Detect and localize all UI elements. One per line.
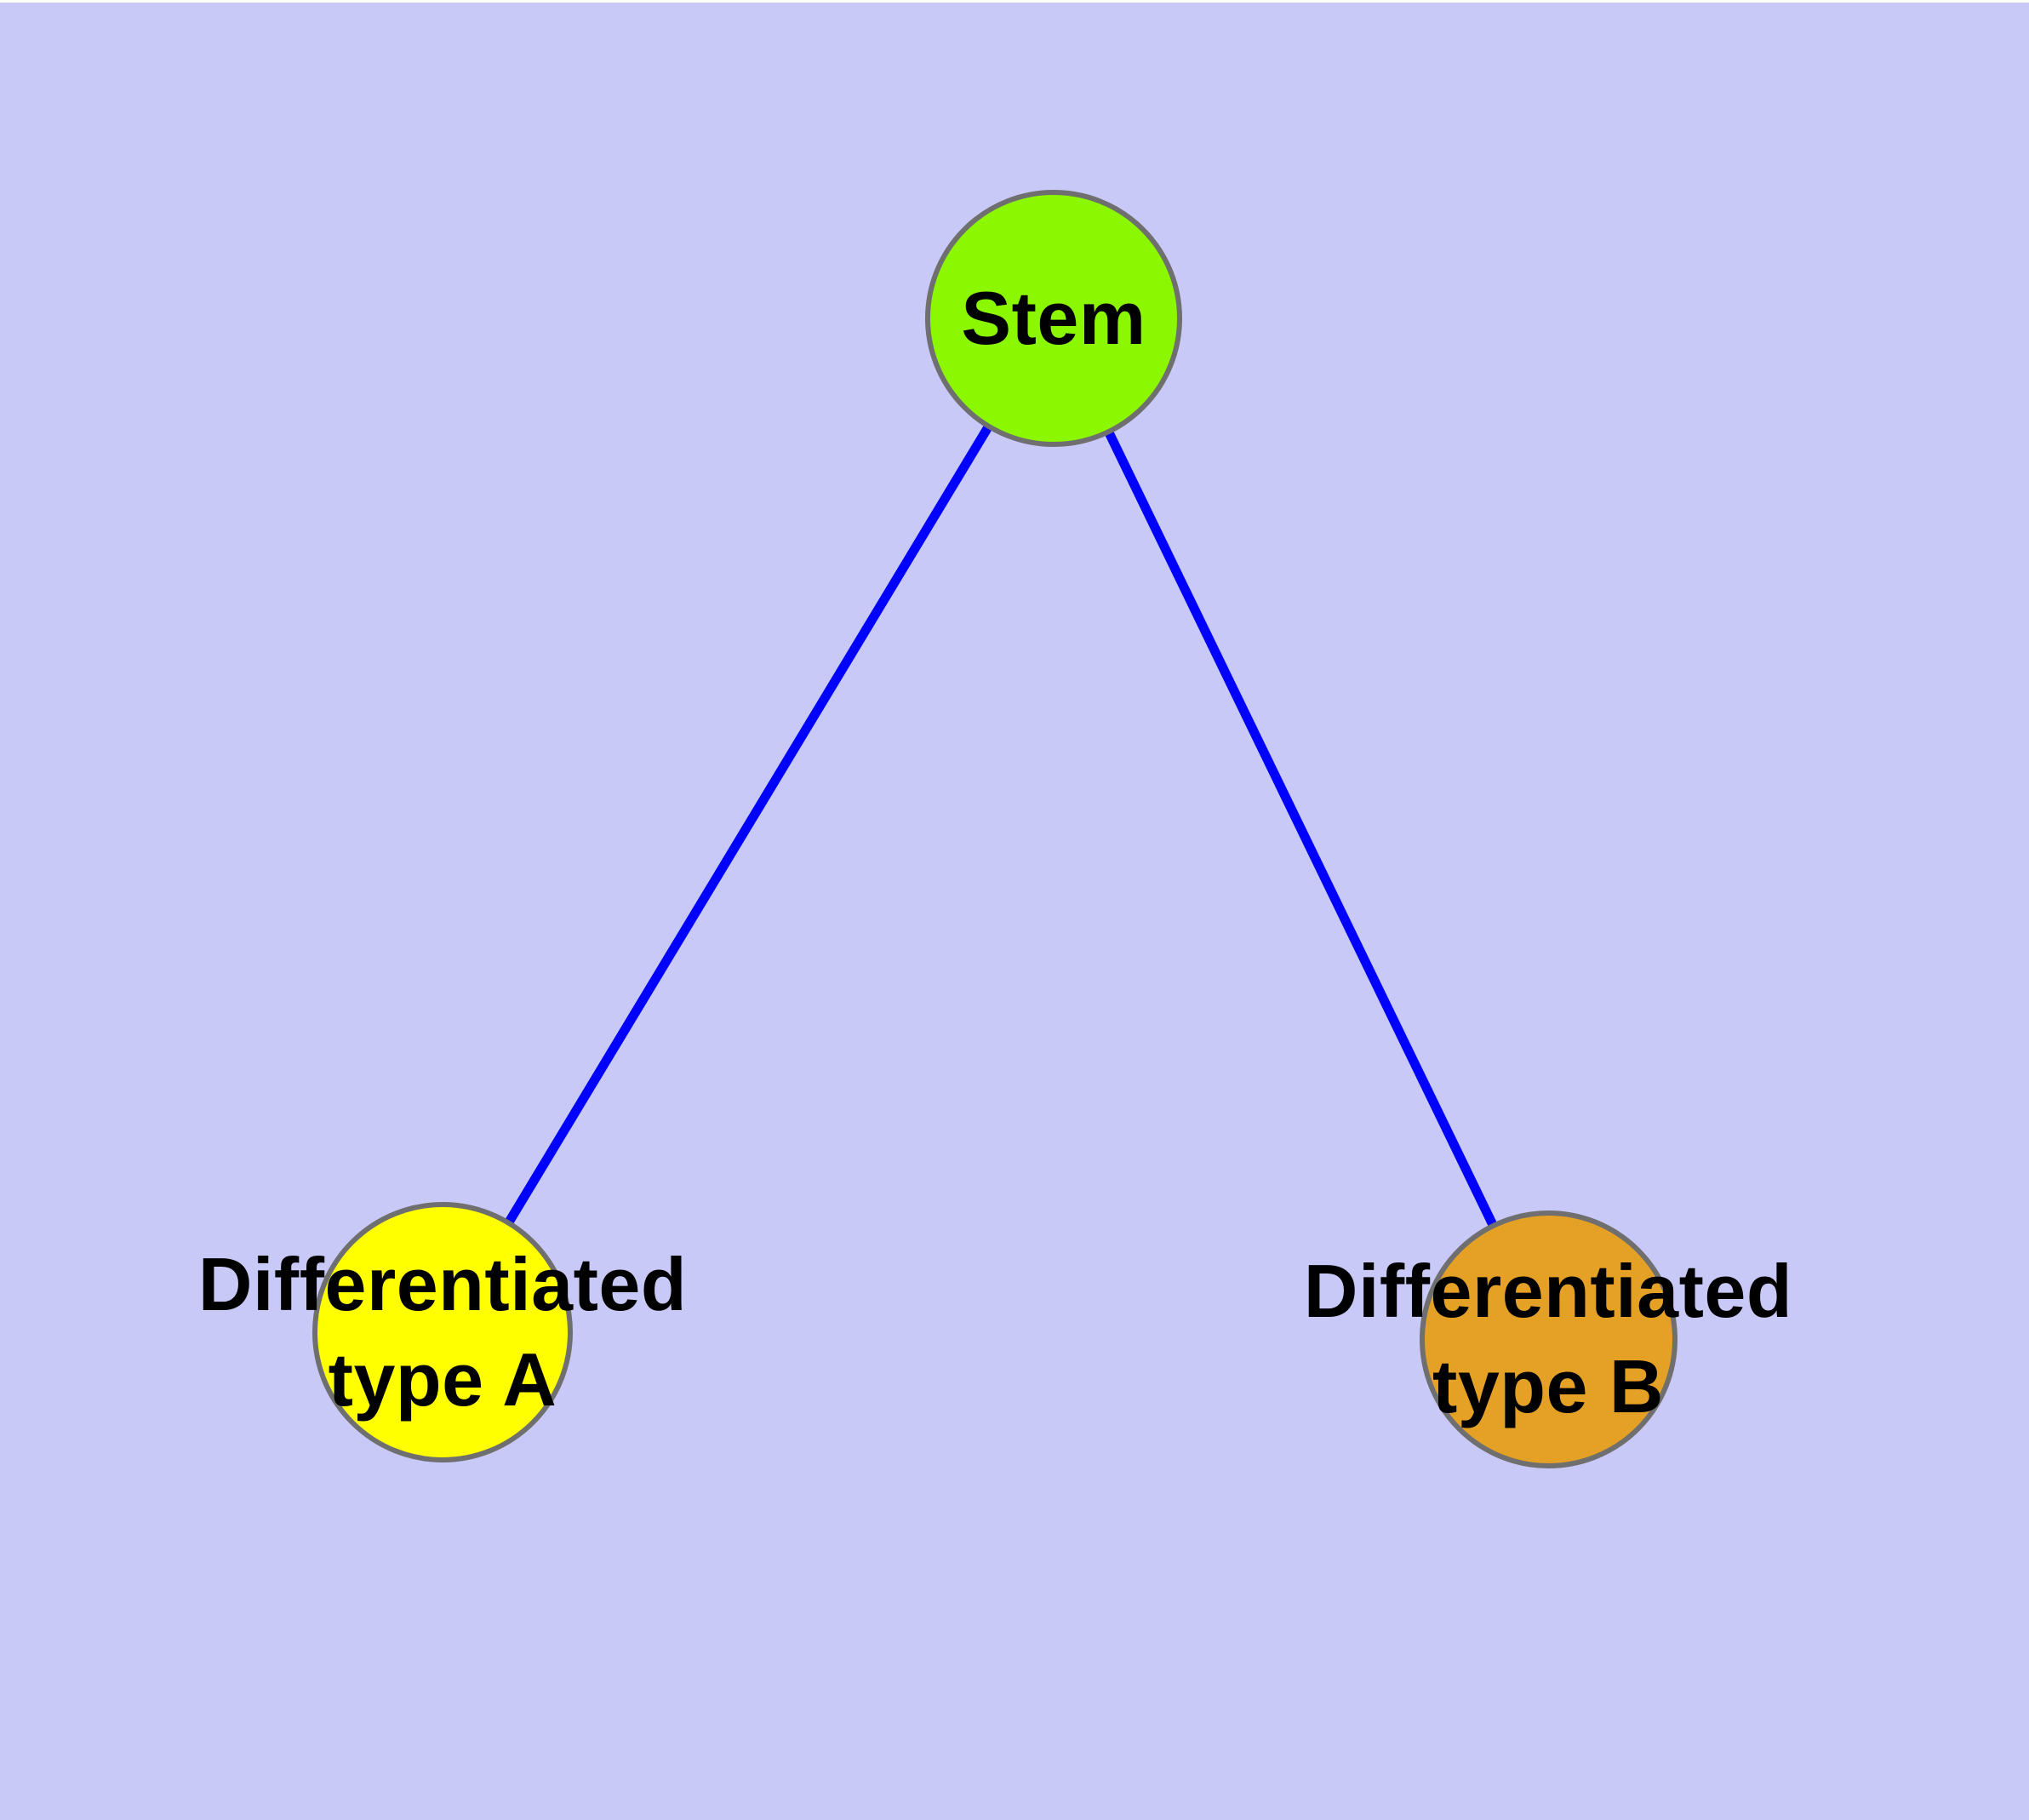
edge-stem-to-type-b: [1049, 316, 1552, 1342]
edge-stem-to-type-a: [438, 316, 1058, 1335]
node-type-b-label-line2: type B: [1432, 1344, 1664, 1428]
node-type-a-label-line1: Differentiated: [197, 1242, 688, 1326]
node-differentiated-type-b-circle: [1420, 1210, 1677, 1468]
top-white-strip: [0, 0, 2029, 3]
node-differentiated-type-b-label: Differentiated type B: [1165, 1244, 1931, 1434]
node-stem-label-text: Stem: [961, 276, 1146, 360]
node-stem-label: Stem: [671, 271, 1437, 366]
node-differentiated-type-a-label: Differentiated type A: [60, 1237, 826, 1428]
node-type-a-label-line2: type A: [328, 1337, 557, 1422]
node-type-b-label-line1: Differentiated: [1303, 1249, 1793, 1333]
node-stem-circle: [925, 190, 1182, 447]
node-differentiated-type-a-circle: [312, 1202, 573, 1462]
